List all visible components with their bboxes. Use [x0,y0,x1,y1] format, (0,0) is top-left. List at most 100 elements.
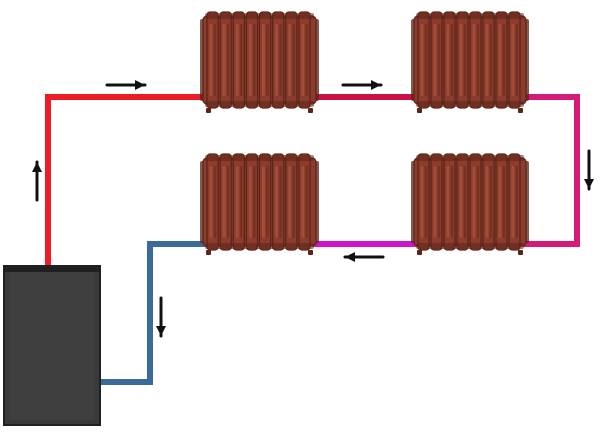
arrow-top-mid-right-head [371,80,381,90]
radiator-top-right-fin-shadow [450,24,454,96]
radiator-bottom-right-fin-shadow [463,166,467,238]
radiator-bottom-left-fin-shadow [266,166,269,238]
radiator-top-right-fin-highlight [420,24,424,96]
arrows-layer [32,80,594,338]
radiators-layer [200,11,529,255]
radiator-top-right-fin-shadow [476,24,480,96]
radiator-bottom-left-bottom-header [205,243,314,249]
boiler-icon [3,265,101,426]
radiator-bottom-left-fin [258,153,272,251]
boiler-panel [10,271,94,420]
arrow-bottom-mid-left-head [345,252,355,262]
radiator-top-left-fin-shadow [292,24,295,96]
radiator-bottom-right-fin [495,153,508,251]
radiator-top-left-fin-highlight [275,24,279,96]
radiator-bottom-right-foot-right [518,250,523,255]
radiator-bottom-left-fin [298,153,311,251]
radiator-bottom-left-foot-right [308,250,313,255]
radiator-top-right-fin-highlight [459,24,463,96]
radiator-top-left-fin-highlight [248,24,252,96]
radiator-bottom-left-fin-shadow [305,166,309,238]
radiator-bottom-right-fin-shadow [515,166,519,238]
radiator-bottom-right-fin-shadow [437,166,441,238]
radiator-top-right-foot-right [518,108,523,113]
radiator-top-right-fin-highlight [498,24,502,96]
supply-riser-pipe [45,94,206,269]
radiator-top-right-fin-shadow [437,24,441,96]
radiator-bottom-right-fin-shadow [489,166,493,238]
radiator-top-right-fin-shadow [502,24,506,96]
radiator-bottom-left-fin-highlight [275,166,279,238]
radiator-top-right-fin [508,11,521,109]
radiator-top-right-fin-shadow [463,24,467,96]
radiator-bottom-left-fin [206,153,219,251]
radiator-bottom-right-fin-highlight [459,166,463,238]
arrow-boiler-up [32,160,42,202]
radiator-bottom-left-fin-shadow [253,166,256,238]
radiator-bottom-left-top-header [205,155,314,161]
radiator-top-left-fin-highlight [262,24,265,96]
radiator-top-right-fin-highlight [485,24,489,96]
radiator-top-left-foot-right [308,108,313,113]
radiator-top-right-fin [443,11,456,109]
radiator-bottom-left-fin-highlight [222,166,226,238]
radiator-bottom-left-fin-shadow [240,166,243,238]
arrow-return-down-head [156,326,166,336]
radiator-bottom-right-bottom-header [416,243,524,249]
radiator-top-right-fin [417,11,430,109]
radiator-bottom-right-fin-highlight [433,166,437,238]
radiator-bottom-left-fin-highlight [248,166,252,238]
radiator-top-right-top-header [416,13,524,19]
radiator-top-right-fin-shadow [515,24,519,96]
radiator-top-left-fin-highlight [222,24,226,96]
radiator-top-left-fin [245,11,259,109]
radiator-bottom-right-fin-shadow [450,166,454,238]
radiator-top-right-fin-highlight [472,24,476,96]
arrow-bottom-mid-left [343,252,385,262]
radiator-bottom-right-top-header [416,155,524,161]
radiator-bottom-right-fin-highlight [511,166,515,238]
radiator-top-right-fin-highlight [433,24,437,96]
radiator-bottom-right-fin-highlight [498,166,502,238]
radiator-bottom-left-fin [285,153,298,251]
arrow-top-mid-right [341,80,383,90]
arrow-right-down-head [584,179,594,189]
radiator-top-left-fin [232,11,245,109]
radiator-bottom-left-fin-highlight [301,166,305,238]
radiator-top-left-fin-shadow [266,24,269,96]
radiator-top-left-fin-shadow [253,24,256,96]
radiator-bottom-left-foot-left [206,250,211,255]
radiator-top-right-fin-highlight [446,24,450,96]
radiator-bottom-left-fin-highlight [262,166,265,238]
radiator-bottom-right-fin [456,153,469,251]
radiator-top-left-fin [219,11,232,109]
radiator-bottom-right-fin-highlight [472,166,476,238]
radiator-bottom-left-fin-shadow [213,166,217,238]
radiator-bottom-right-fin [508,153,521,251]
radiator-bottom-right-fin [469,153,482,251]
radiator-bottom-right-fin [417,153,430,251]
arrow-top-left-right [105,80,147,90]
radiator-bottom-right [411,153,529,255]
radiator-top-right-fin [495,11,508,109]
radiator-bottom-left-fin-shadow [279,166,282,238]
radiator-bottom-left-fin-shadow [292,166,295,238]
radiator-top-right-fin-shadow [489,24,493,96]
radiator-top-right-fin [456,11,469,109]
radiator-top-right-foot-left [417,108,422,113]
radiator-top-left-fin [258,11,272,109]
arrow-return-down [156,296,166,338]
radiator-bottom-left-fin [232,153,245,251]
radiator-bottom-left-fin [245,153,259,251]
radiator-bottom-right-fin-highlight [420,166,424,238]
radiator-top-left-fin [298,11,311,109]
boiler-top-edge [4,266,100,272]
radiator-bottom-left-fin-highlight [288,166,292,238]
arrow-top-left-right-head [135,80,145,90]
return-pipe [97,241,206,385]
radiator-top-left-fin-highlight [235,24,239,96]
radiator-bottom-right-fin [430,153,443,251]
radiator-top-left-fin-shadow [213,24,217,96]
